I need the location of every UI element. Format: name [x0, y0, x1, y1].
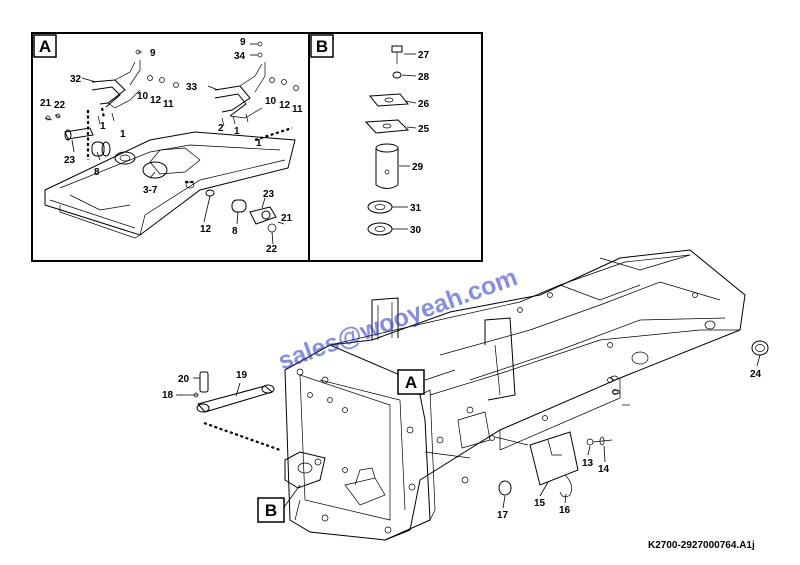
main-frame-drawing: [284, 249, 746, 541]
label-m-18: 18: [162, 390, 174, 401]
panel-b-drawing: [364, 45, 410, 236]
label-b-28: 28: [418, 72, 430, 83]
label-m-19: 19: [236, 370, 248, 381]
label-a-11b: 11: [292, 104, 303, 115]
callout-b: B: [265, 501, 277, 520]
label-a-12b: 12: [279, 100, 291, 111]
detail-panels-frame: A B: [31, 32, 483, 262]
label-a-8b: 8: [232, 226, 238, 237]
label-a-3-7: 3-7: [143, 185, 158, 196]
panel-b-label: B: [316, 37, 328, 56]
watermark-text: sales@wooyeah.com: [274, 263, 521, 376]
label-a-1c: 1: [234, 126, 240, 137]
label-a-34: 34: [234, 51, 246, 62]
callout-a: A: [405, 373, 417, 392]
main-callouts: A B: [257, 369, 425, 523]
label-m-14: 14: [598, 464, 610, 475]
reference-code: K2700-2927000764.A1j: [648, 540, 755, 551]
label-a-8a: 8: [94, 167, 100, 178]
label-a-21a: 21: [40, 98, 52, 109]
part-number-labels: 9 32 10 12 11 21 22 1 1 9 34 33 10 12 11…: [40, 37, 762, 521]
label-a-1d: 1: [256, 138, 262, 149]
label-a-12a: 12: [150, 95, 162, 106]
label-a-1b: 1: [120, 129, 126, 140]
label-a-9: 9: [150, 48, 156, 59]
label-a-33: 33: [186, 82, 198, 93]
label-m-24: 24: [750, 369, 762, 380]
label-a-2: 2: [218, 123, 224, 134]
label-a-11a: 11: [163, 99, 174, 110]
leader-lines: [71, 43, 761, 511]
label-a-12c: 12: [200, 224, 212, 235]
label-a-32: 32: [70, 74, 82, 85]
label-m-20: 20: [178, 374, 190, 385]
label-a-21b: 21: [281, 213, 293, 224]
label-b-25: 25: [418, 124, 430, 135]
panel-a-label: A: [39, 37, 51, 56]
label-a-23b: 23: [263, 189, 275, 200]
label-a-22a: 22: [54, 100, 66, 111]
label-b-30: 30: [410, 225, 422, 236]
label-m-13: 13: [582, 458, 594, 469]
label-b-26: 26: [418, 99, 430, 110]
label-a-9b: 9: [240, 37, 246, 48]
label-m-16: 16: [559, 505, 571, 516]
label-a-23a: 23: [64, 155, 76, 166]
label-m-17: 17: [497, 510, 509, 521]
label-b-31: 31: [410, 203, 422, 214]
panel-a-drawing: [44, 41, 299, 239]
label-b-27: 27: [418, 50, 430, 61]
label-b-29: 29: [412, 162, 424, 173]
label-a-22b: 22: [266, 244, 278, 255]
loose-parts: [180, 340, 769, 498]
label-m-15: 15: [534, 498, 546, 509]
label-a-10a: 10: [137, 91, 149, 102]
label-a-10b: 10: [265, 96, 277, 107]
label-a-1a: 1: [100, 121, 106, 132]
